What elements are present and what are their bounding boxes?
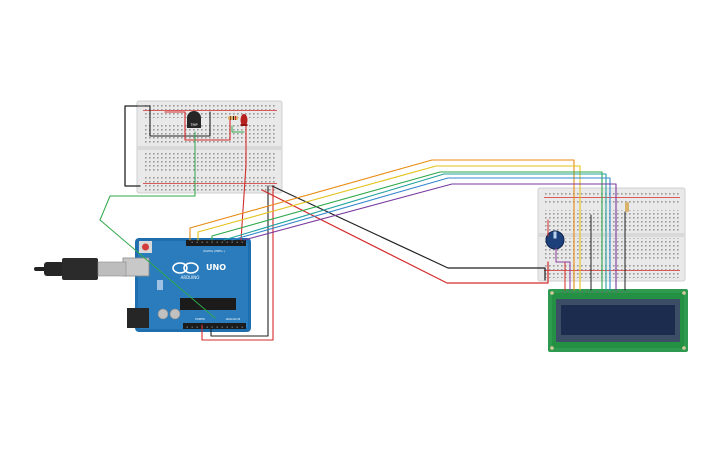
wire-red[interactable] — [261, 189, 549, 284]
lcd-display-icon[interactable] — [548, 289, 688, 352]
wire-green[interactable] — [99, 131, 216, 319]
breadboard-right[interactable] — [537, 187, 686, 282]
wire-black[interactable] — [136, 105, 211, 137]
arduino-digital-label: DIGITAL (PWM~) — [203, 249, 225, 253]
resistor-icon[interactable] — [625, 202, 629, 212]
wire-purple[interactable] — [555, 247, 571, 291]
resistor-icon[interactable] — [228, 116, 238, 120]
wire-black[interactable] — [210, 185, 269, 337]
arduino-board[interactable]: ARDUINO UNO DIGITAL (PWM~) ANALOG IN POW… — [122, 238, 251, 332]
wire-yellow[interactable] — [197, 165, 581, 291]
usb-cable-icon[interactable] — [34, 258, 127, 280]
sensor-label: TMP — [189, 123, 197, 127]
wire-black[interactable] — [124, 105, 141, 187]
wire-red[interactable] — [201, 185, 274, 341]
wire-purple[interactable] — [243, 183, 617, 291]
arduino-logo-text: ARDUINO — [181, 275, 200, 280]
wire-teal[interactable] — [223, 173, 607, 291]
led-icon[interactable] — [240, 114, 248, 126]
wire-red[interactable] — [240, 125, 247, 241]
potentiometer-icon[interactable] — [545, 230, 565, 250]
wire-black[interactable] — [271, 185, 546, 281]
wire-green[interactable] — [231, 125, 245, 133]
temperature-sensor-icon[interactable]: TMP — [187, 111, 201, 128]
wire-blue[interactable] — [231, 177, 611, 291]
arduino-power-label: POWER — [195, 317, 205, 321]
arduino-analog-label: ANALOG IN — [226, 317, 240, 321]
wire-green[interactable] — [211, 171, 603, 291]
arduino-model-text: UNO — [206, 263, 226, 272]
wire-red[interactable] — [164, 111, 231, 141]
wire-orange[interactable] — [189, 159, 575, 291]
